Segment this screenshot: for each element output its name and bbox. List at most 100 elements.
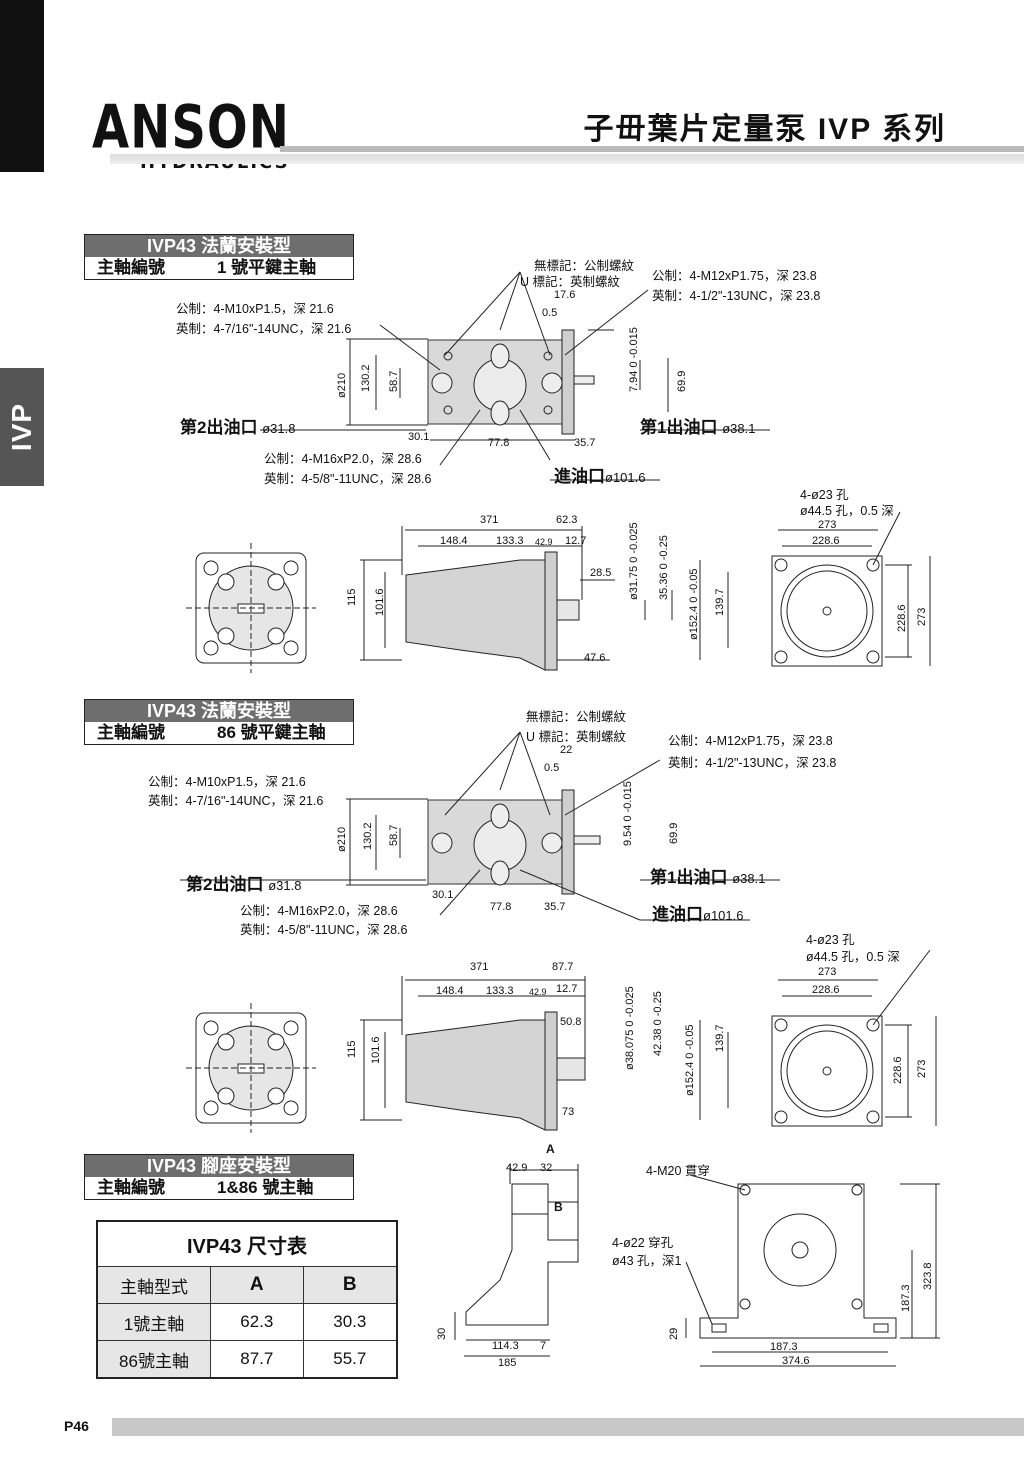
s3-vdim-29: 29 <box>668 1327 680 1340</box>
section3-shaft-row: 主軸編號 1&86 號主軸 <box>85 1177 353 1199</box>
table-row: 1號主軸 62.3 30.3 <box>96 1303 398 1341</box>
s2-flange-view <box>771 949 937 1127</box>
table-cell: 87.7 <box>210 1340 304 1379</box>
s3-dim-114-3: 114.3 <box>492 1340 519 1352</box>
s2-inlet-imperial: 英制：4-5/8"-11UNC，深 28.6 <box>240 923 408 937</box>
s2-side-vdim-115: 115 <box>346 1040 358 1058</box>
s3-dim-185: 185 <box>498 1357 517 1369</box>
s1-dim-30-1: 30.1 <box>408 431 430 443</box>
s2-side-dim-50-8: 50.8 <box>560 1016 582 1028</box>
s2-port1-dia: ø38.1 <box>732 871 766 886</box>
s1-vdim-key: 7.94 0 -0.015 <box>628 327 640 392</box>
size-table-col-a: A <box>210 1266 304 1304</box>
table-cell: 30.3 <box>302 1303 398 1341</box>
s1-side-dim-371: 371 <box>480 514 499 526</box>
s1-inlet-imperial: 英制：4-5/8"-11UNC，深 28.6 <box>264 472 432 486</box>
s1-port2-label: 第2出油口 ø31.8 <box>180 413 295 438</box>
section2-title: IVP43 法蘭安裝型 <box>85 700 353 722</box>
sidebar-section-tab: IVP <box>0 368 44 486</box>
s2-dim-35-7: 35.7 <box>544 901 566 913</box>
s1-dim-77-8: 77.8 <box>488 437 510 449</box>
s2-thread-note-1: 無標記：公制螺紋 <box>526 710 627 724</box>
section3-shaft-label: 主軸編號 <box>97 1178 165 1197</box>
s1-thread-note-2: U 標記：英制螺紋 <box>520 275 621 289</box>
s1-vdim-130-2: 130.2 <box>360 364 372 392</box>
section2-shaft-label: 主軸編號 <box>97 723 165 742</box>
s2-dim-22: 22 <box>560 744 573 756</box>
s2-front-view <box>180 731 780 921</box>
s1-thread-note-1: 無標記：公制螺紋 <box>534 259 635 273</box>
title-underline <box>280 146 1024 152</box>
s2-flange-dim-228-6: 228.6 <box>812 984 840 996</box>
size-table-col-b: B <box>302 1266 398 1304</box>
size-table-title: IVP43 尺寸表 <box>96 1220 398 1267</box>
s1-flange-note-2: ø44.5 孔，0.5 深 <box>800 504 894 518</box>
s2-inlet-dia: ø101.6 <box>703 908 744 923</box>
s2-vdim-key: 9.54 0 -0.015 <box>622 781 634 846</box>
s2-side-dim-73: 73 <box>562 1106 575 1118</box>
s1-side-vdim-139-7: 139.7 <box>714 588 726 616</box>
s2-side-vdim-152-4: ø152.4 0 -0.05 <box>684 1024 696 1096</box>
s2-thread-note-2: U 標記：英制螺紋 <box>526 730 627 744</box>
s2-outlet1-imperial: 英制：4-1/2"-13UNC，深 23.8 <box>668 756 837 770</box>
sidebar-black-tab <box>0 0 44 172</box>
s2-outlet1-metric: 公制：4-M12xP1.75，深 23.8 <box>668 734 833 748</box>
s2-port2-label: 第2出油口 ø31.8 <box>186 870 301 895</box>
s2-port2-text: 第2出油口 <box>186 875 264 894</box>
s1-side-dim-133-3: 133.3 <box>496 535 524 547</box>
s1-port2-dia: ø31.8 <box>262 421 296 436</box>
s2-port1-text: 第1出油口 <box>650 868 728 887</box>
s3-vdim-187-3: 187.3 <box>900 1284 912 1312</box>
s2-side-vdim-101-6: 101.6 <box>370 1036 382 1064</box>
s1-port1-text: 第1出油口 <box>640 418 718 437</box>
s2-side-vdim-42-38: 42.38 0 -0.25 <box>652 991 664 1056</box>
s1-dim-0-5: 0.5 <box>542 307 558 319</box>
s2-side-dim-148-4: 148.4 <box>436 985 464 997</box>
s3-foot-note-1: 4-M20 貫穿 <box>646 1164 710 1178</box>
s1-side-dim-12-7: 12.7 <box>565 535 587 547</box>
size-table-col-shaft: 主軸型式 <box>96 1266 211 1304</box>
s1-side-dim-42-9: 42.9 <box>535 537 553 547</box>
section3-shaft-value: 1&86 號主軸 <box>217 1178 314 1197</box>
s3-dim-42-9: 42.9 <box>506 1162 528 1174</box>
s1-side-dim-148-4: 148.4 <box>440 535 468 547</box>
s1-outlet2-metric: 公制：4-M10xP1.5，深 21.6 <box>176 302 334 316</box>
s1-port1-dia: ø38.1 <box>722 421 756 436</box>
s2-flange-note-2: ø44.5 孔，0.5 深 <box>806 950 900 964</box>
table-cell: 55.7 <box>302 1340 398 1379</box>
s3-front-view <box>685 1174 940 1367</box>
s2-dim-30-1: 30.1 <box>432 889 454 901</box>
s3-foot-note-2: 4-ø22 穿孔 <box>612 1236 674 1250</box>
section3-header: IVP43 腳座安裝型 主軸編號 1&86 號主軸 <box>84 1154 354 1200</box>
table-cell: 86號主軸 <box>96 1340 211 1379</box>
s2-side-vdim-shaft: ø38.075 0 -0.025 <box>624 986 636 1070</box>
section1-header: IVP43 法蘭安裝型 主軸編號 1 號平鍵主軸 <box>84 234 354 280</box>
logo-main-text: ANSON <box>92 92 290 163</box>
s1-side-vdim-152-4: ø152.4 0 -0.05 <box>688 568 700 640</box>
section1-shaft-value: 1 號平鍵主軸 <box>217 258 317 277</box>
section2-shaft-row: 主軸編號 86 號平鍵主軸 <box>85 722 353 744</box>
s2-side-dim-12-7: 12.7 <box>556 983 578 995</box>
s1-flange-dim-228-6: 228.6 <box>812 535 840 547</box>
s1-port2-text: 第2出油口 <box>180 418 258 437</box>
s3-foot-note-3: ø43 孔，深1 <box>612 1254 682 1268</box>
s1-side-vdim-115: 115 <box>346 588 358 606</box>
s1-flange-vdim-228-6: 228.6 <box>896 604 908 632</box>
s3-dim-B: B <box>554 1200 563 1214</box>
s2-vdim-58-7: 58.7 <box>388 824 400 846</box>
s1-inlet-dia: ø101.6 <box>605 470 646 485</box>
section2-shaft-value: 86 號平鍵主軸 <box>217 723 326 742</box>
s1-flange-vdim-273: 273 <box>916 607 928 626</box>
page-title: 子毌葉片定量泵 IVP 系列 <box>583 113 946 146</box>
s2-flange-vdim-273: 273 <box>916 1059 928 1078</box>
s2-vdim-130-2: 130.2 <box>362 822 374 850</box>
s1-side-vdim-shaft: ø31.75 0 -0.025 <box>628 522 640 600</box>
s2-inlet-text: 進油口 <box>652 905 703 924</box>
s2-inlet-label: 進油口ø101.6 <box>652 900 743 925</box>
s1-inlet-metric: 公制：4-M16xP2.0，深 28.6 <box>264 452 422 466</box>
s2-inlet-metric: 公制：4-M16xP2.0，深 28.6 <box>240 904 398 918</box>
s1-outlet1-metric: 公制：4-M12xP1.75，深 23.8 <box>652 269 817 283</box>
s2-port2-dia: ø31.8 <box>268 878 302 893</box>
s1-port1-label: 第1出油口 ø38.1 <box>640 413 755 438</box>
s2-flange-dim-273: 273 <box>818 966 837 978</box>
